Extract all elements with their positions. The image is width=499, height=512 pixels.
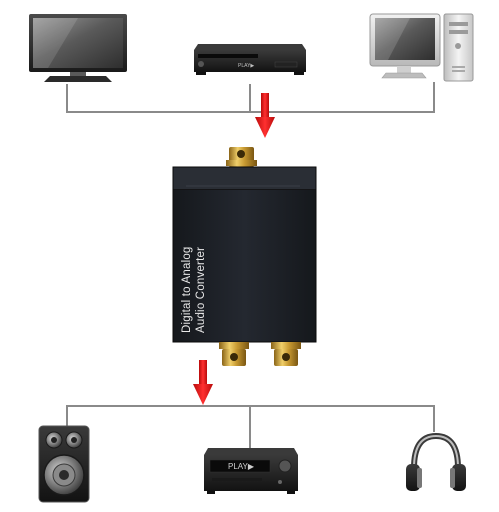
amplifier-icon: PLAY▶: [204, 448, 298, 494]
rca-output-jack-right: [271, 342, 301, 366]
bottom-connector-lines: [66, 405, 435, 448]
disc-player-icon: PLAY▶: [194, 44, 306, 75]
output-arrow-icon: [193, 360, 213, 405]
rca-output-jack-left: [219, 342, 249, 366]
player-play-label: PLAY▶: [238, 63, 254, 69]
desktop-computer-icon: [369, 13, 474, 82]
headphones-icon: [406, 432, 466, 491]
coax-input-jack: [226, 147, 257, 167]
speaker-icon: [38, 425, 90, 503]
input-arrow-icon: [255, 93, 275, 138]
amp-play-label: PLAY▶: [228, 462, 255, 471]
converter-label-line2: Audio Converter: [195, 247, 207, 333]
top-connector-lines: [66, 82, 435, 113]
tv-icon: [29, 14, 127, 82]
converter-label-line1: Digital to Analog: [181, 246, 193, 333]
converter-box: Digital to Analog Audio Converter: [172, 147, 317, 366]
